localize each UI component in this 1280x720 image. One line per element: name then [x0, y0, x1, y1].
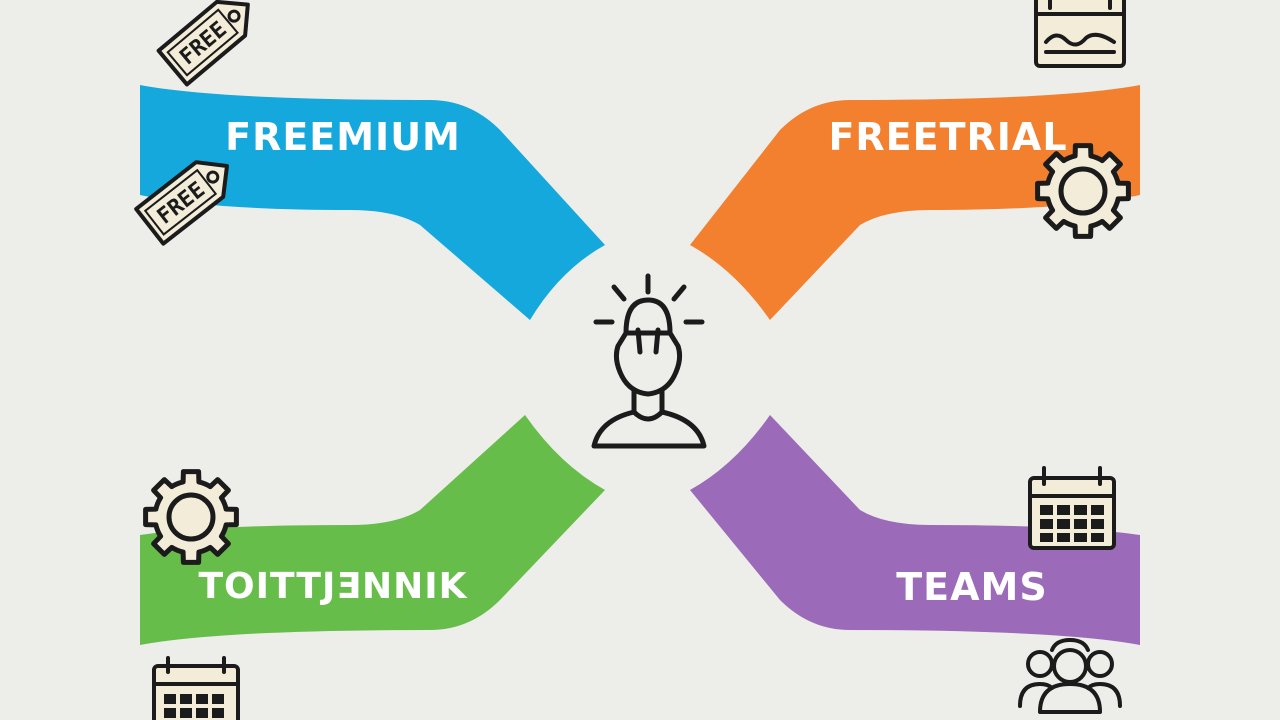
band-label-bottom-left: TOITTJƎNNIK: [198, 566, 467, 607]
band-label-teams: TEAMS: [896, 565, 1047, 609]
calendar-icon: [1028, 466, 1116, 550]
person-lightbulb-icon: [591, 273, 707, 449]
team-users-icon: [1018, 638, 1122, 714]
band-label-free-trial: FREETRIAL: [828, 115, 1067, 159]
chart-calendar-icon: [1034, 0, 1126, 68]
band-teams: [690, 415, 1140, 645]
gear-icon: [1035, 143, 1131, 239]
band-label-freemium: FREEMIUM: [225, 115, 461, 159]
gear-outline: [143, 469, 239, 565]
band-freemium: [140, 85, 605, 320]
gear-icon: [143, 469, 239, 565]
gear-outline: [1035, 143, 1131, 239]
gear-hub: [1058, 166, 1108, 216]
gear-hub: [166, 492, 216, 542]
band-free-trial: [690, 85, 1140, 320]
free-price-tag-icon: FREE: [156, 0, 250, 87]
band-bottom-left: [140, 415, 605, 645]
calendar-icon: [152, 656, 240, 720]
